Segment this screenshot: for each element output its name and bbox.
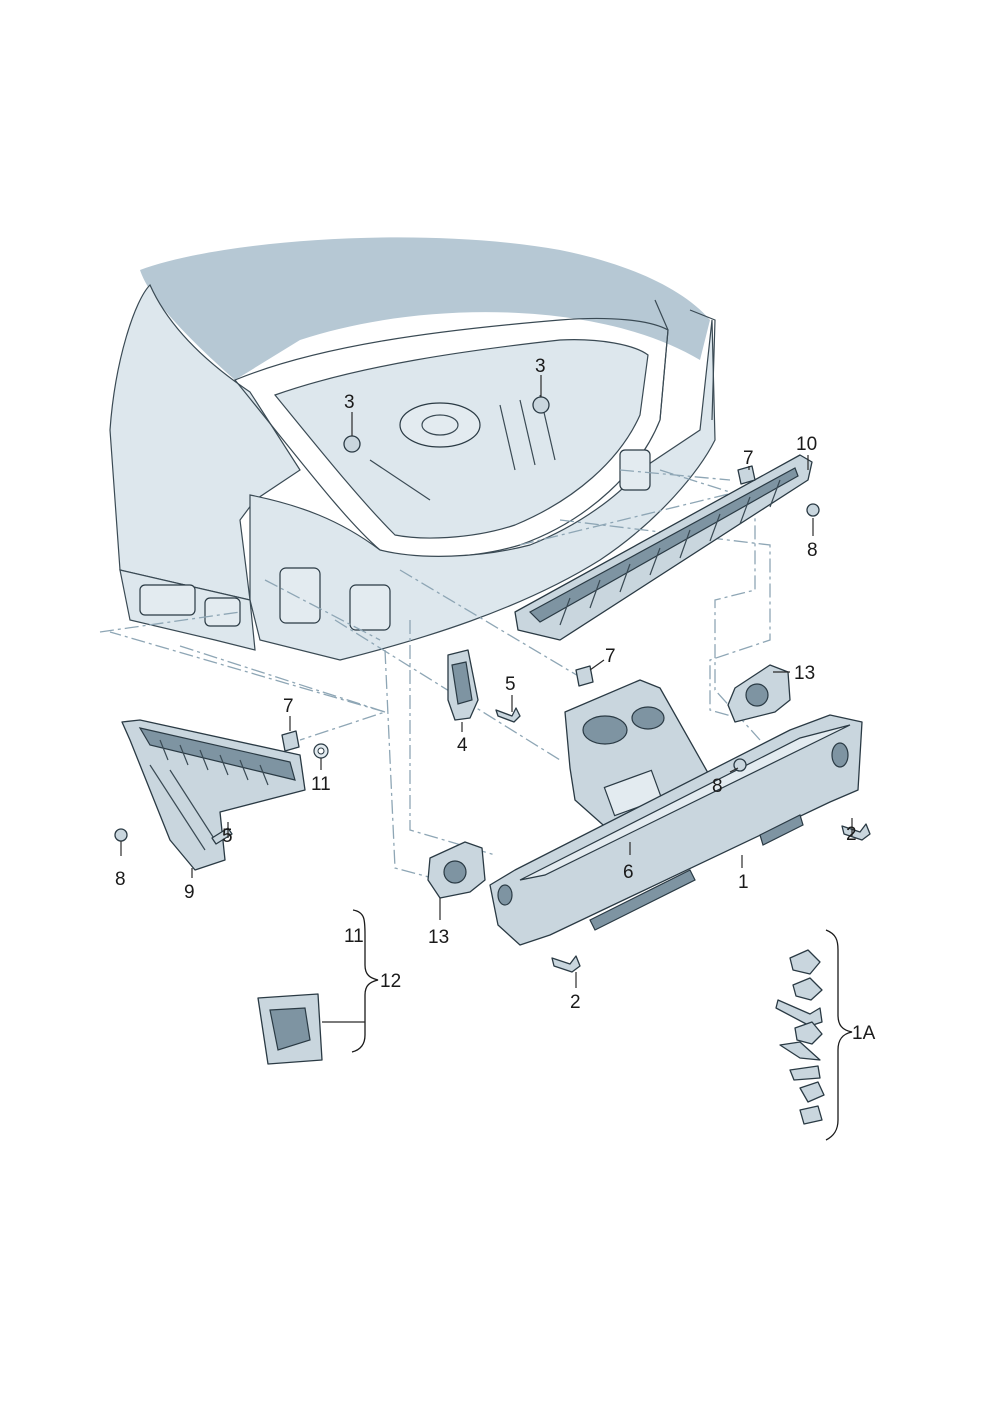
part-9-left-bracket bbox=[121, 719, 306, 871]
callout-7-top: 7 bbox=[743, 448, 754, 469]
callout-7-left: 7 bbox=[283, 696, 294, 717]
callout-2-bottom: 2 bbox=[570, 992, 581, 1013]
callout-11-left: 11 bbox=[311, 774, 331, 795]
callout-8-left: 8 bbox=[115, 869, 126, 890]
vehicle-rear-body bbox=[109, 237, 716, 661]
fasteners bbox=[114, 396, 871, 973]
part-4-bracket bbox=[447, 649, 479, 721]
callout-13-left: 13 bbox=[428, 927, 449, 948]
callout-9: 9 bbox=[184, 882, 195, 903]
callout-7-middle: 7 bbox=[605, 646, 616, 667]
callout-3-left: 3 bbox=[344, 392, 355, 413]
callout-3-right: 3 bbox=[535, 356, 546, 377]
callout-4: 4 bbox=[457, 735, 468, 756]
callout-1a: 1A bbox=[852, 1023, 876, 1044]
callout-13-right: 13 bbox=[794, 663, 815, 684]
part-1-bumper-beam bbox=[489, 714, 863, 946]
brace-1a bbox=[825, 929, 853, 1141]
callout-5-left: 5 bbox=[222, 826, 233, 847]
callout-12: 12 bbox=[380, 971, 401, 992]
callout-11-brace: 11 bbox=[344, 926, 364, 947]
part-13-plate-left bbox=[427, 841, 486, 899]
part-13-plate-right bbox=[727, 664, 791, 723]
callout-8-middle: 8 bbox=[712, 776, 723, 797]
callout-2-right: 2 bbox=[846, 824, 857, 845]
callout-5-middle: 5 bbox=[505, 674, 516, 695]
part-1a-fastener-kit bbox=[775, 949, 825, 1125]
brace-11-12 bbox=[322, 909, 379, 1053]
callout-1: 1 bbox=[738, 872, 749, 893]
part-10-guide-strip bbox=[514, 454, 813, 641]
callout-labels: 3 3 10 7 8 7 13 5 7 4 11 8 6 5 2 1 8 9 1… bbox=[115, 356, 876, 1044]
callout-6: 6 bbox=[623, 862, 634, 883]
part-12-parts-bag bbox=[257, 993, 323, 1065]
leader-lines bbox=[120, 375, 853, 988]
callout-8-top: 8 bbox=[807, 540, 818, 561]
callout-10: 10 bbox=[796, 434, 817, 455]
